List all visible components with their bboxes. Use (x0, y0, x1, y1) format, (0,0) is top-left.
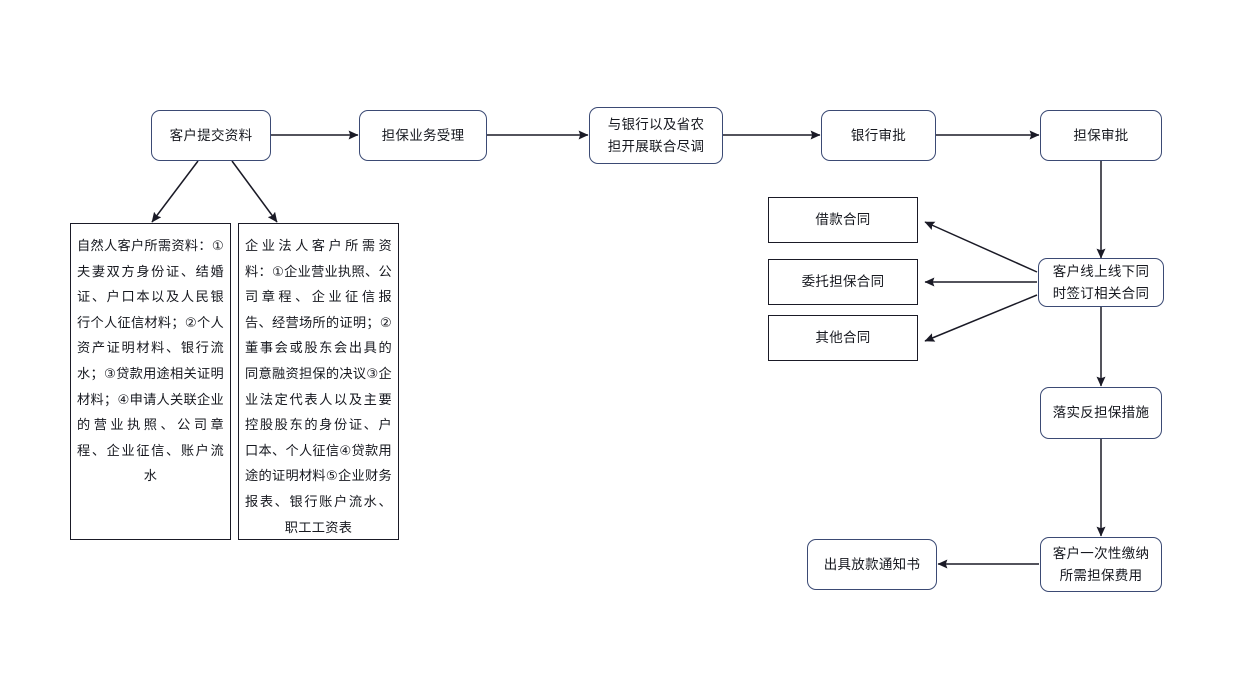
node-issue-notice[interactable]: 出具放款通知书 (807, 539, 937, 590)
node-sign-contracts[interactable]: 客户线上线下同 时签订相关合同 (1038, 258, 1164, 307)
edge-submit-to-naturaldocs (151, 160, 199, 223)
node-sign-contracts-line1: 客户线上线下同 (1052, 263, 1150, 280)
node-pay-fee[interactable]: 客户一次性缴纳 所需担保费用 (1040, 537, 1162, 592)
node-counter-guarantee-label: 落实反担保措施 (1052, 405, 1150, 421)
node-joint-due-diligence[interactable]: 与银行以及省农 担开展联合尽调 (589, 107, 723, 164)
node-sign-contracts-line2: 时签订相关合同 (1052, 285, 1150, 302)
node-customer-submit-label: 客户提交资料 (169, 127, 253, 144)
node-bank-approval-label: 银行审批 (850, 127, 907, 144)
node-legal-person-docs[interactable]: 企业法人客户所需资料：①企业营业执照、公司章程、企业征信报告、经营场所的证明；②… (238, 223, 399, 540)
node-counter-guarantee[interactable]: 落实反担保措施 (1040, 387, 1162, 439)
node-loan-contract[interactable]: 借款合同 (768, 197, 918, 243)
node-legal-person-docs-text: 企业法人客户所需资料：①企业营业执照、公司章程、企业征信报告、经营场所的证明；②… (245, 239, 392, 536)
edge-sign-to-othercontract (924, 294, 1038, 342)
node-guarantee-approval[interactable]: 担保审批 (1040, 110, 1162, 161)
node-bank-approval[interactable]: 银行审批 (821, 110, 936, 161)
node-loan-contract-label: 借款合同 (815, 212, 871, 228)
node-guarantee-approval-label: 担保审批 (1073, 127, 1129, 144)
node-issue-notice-label: 出具放款通知书 (823, 556, 921, 573)
edge-submit-to-legaldocs (231, 160, 278, 223)
node-joint-due-diligence-line1: 与银行以及省农 (607, 116, 705, 133)
node-other-contract[interactable]: 其他合同 (768, 315, 918, 361)
node-natural-person-docs[interactable]: 自然人客户所需资料：①夫妻双方身份证、结婚证、户口本以及人民银行个人征信材料；②… (70, 223, 231, 540)
node-customer-submit[interactable]: 客户提交资料 (151, 110, 271, 161)
node-natural-person-docs-text: 自然人客户所需资料：①夫妻双方身份证、结婚证、户口本以及人民银行个人征信材料；②… (77, 239, 224, 485)
node-entrusted-guarantee-contract-label: 委托担保合同 (801, 274, 885, 290)
node-entrusted-guarantee-contract[interactable]: 委托担保合同 (768, 259, 918, 305)
node-guarantee-accept[interactable]: 担保业务受理 (359, 110, 487, 161)
node-joint-due-diligence-line2: 担开展联合尽调 (607, 138, 705, 155)
node-guarantee-accept-label: 担保业务受理 (381, 127, 465, 144)
node-other-contract-label: 其他合同 (815, 330, 871, 346)
edge-sign-to-loancontract (924, 221, 1038, 273)
node-pay-fee-line1: 客户一次性缴纳 (1052, 545, 1150, 562)
node-pay-fee-line2: 所需担保费用 (1059, 567, 1143, 584)
